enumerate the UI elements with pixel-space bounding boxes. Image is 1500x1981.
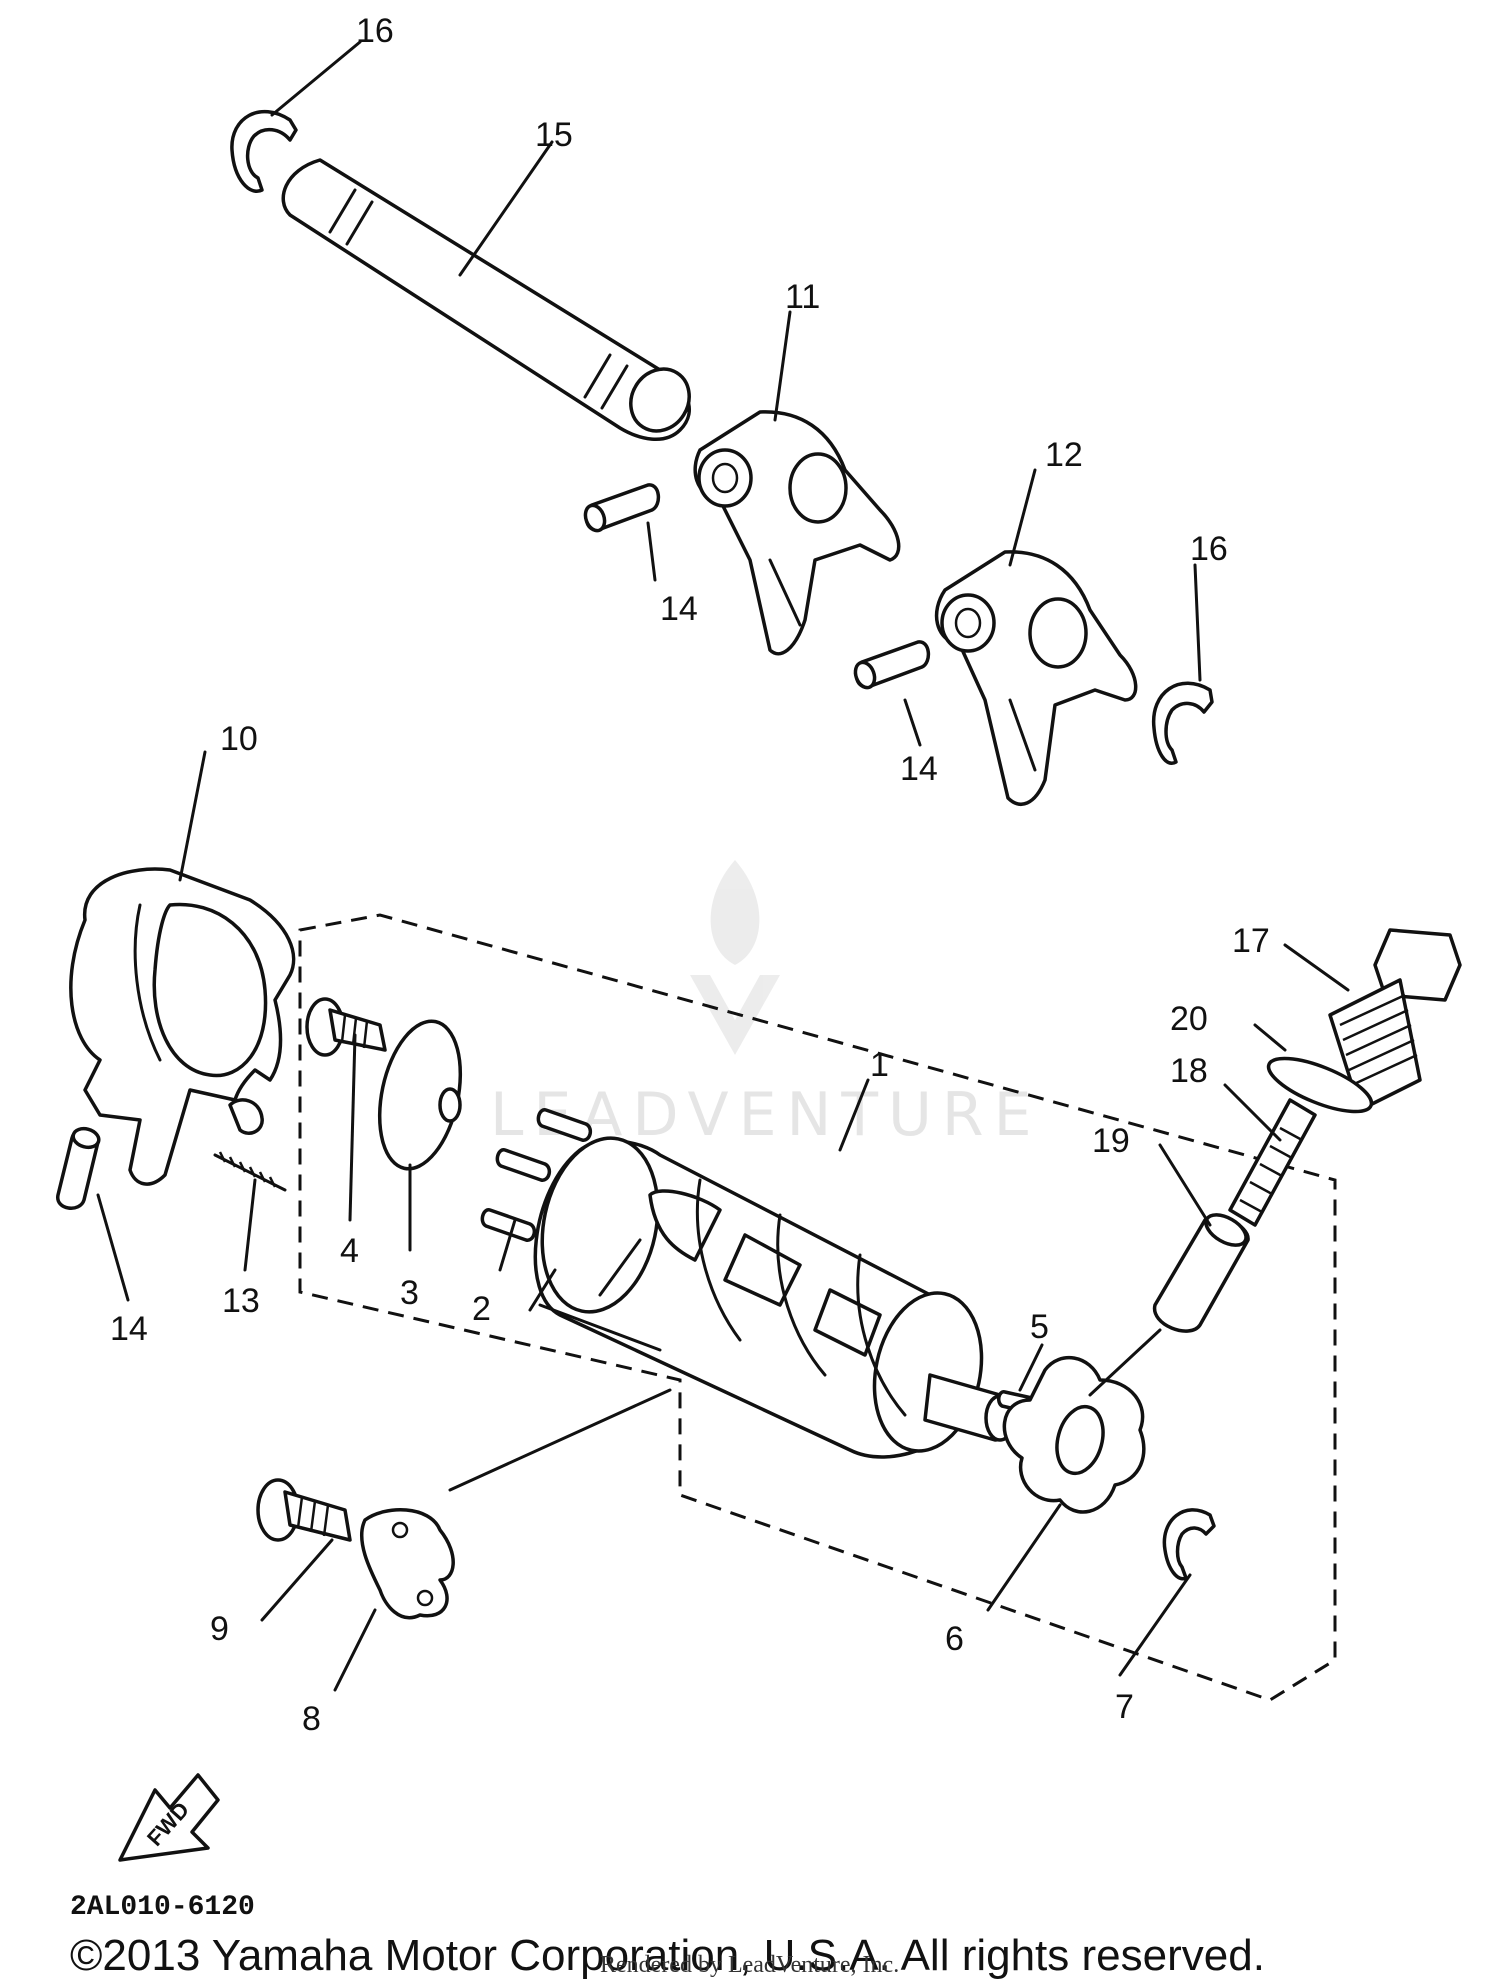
- part-18-spring: [1228, 1098, 1317, 1227]
- drawing-code: 2AL010-6120: [70, 1892, 255, 1923]
- part-19-stopper: [1153, 1213, 1250, 1333]
- callout-13: 13: [222, 1282, 260, 1320]
- callout-17: 17: [1232, 922, 1270, 960]
- part-1-shift-drum: [533, 1136, 1016, 1459]
- callout-16-top: 16: [356, 12, 394, 50]
- part-9-bolt: [256, 1478, 352, 1542]
- part-11-shift-fork: [693, 410, 901, 656]
- callout-18: 18: [1170, 1052, 1208, 1090]
- leader-lines: [96, 40, 1350, 1692]
- part-3-plate: [377, 1019, 463, 1171]
- callout-20: 20: [1170, 1000, 1208, 1038]
- callout-15: 15: [535, 116, 573, 154]
- callout-11: 11: [785, 278, 820, 316]
- callout-5: 5: [1030, 1308, 1049, 1346]
- callout-14-b: 14: [900, 750, 938, 788]
- callout-3: 3: [400, 1274, 419, 1312]
- assembly-boundary: [298, 913, 1337, 1702]
- callout-1: 1: [870, 1046, 889, 1084]
- part-16-circlip-top: [230, 109, 298, 193]
- part-2-pins: [480, 1108, 593, 1242]
- callout-12: 12: [1045, 436, 1083, 474]
- callout-19: 19: [1092, 1122, 1130, 1160]
- callout-7: 7: [1115, 1688, 1134, 1726]
- part-12-shift-fork: [934, 550, 1138, 806]
- callout-8: 8: [302, 1700, 321, 1738]
- part-20-washer: [1266, 1056, 1374, 1114]
- part-14-pin-a: [583, 483, 661, 533]
- callout-10: 10: [220, 720, 258, 758]
- rendered-by-notice: Rendered by LeadVenture, Inc.: [600, 1952, 899, 1978]
- part-13-spring: [213, 1151, 287, 1192]
- callout-14-c: 14: [110, 1310, 148, 1348]
- callout-14-a: 14: [660, 590, 698, 628]
- part-16-circlip-right: [1151, 681, 1214, 765]
- callout-4: 4: [340, 1232, 359, 1270]
- callout-9: 9: [210, 1610, 229, 1648]
- watermark-text: LEADVENTURE: [490, 1080, 1042, 1150]
- part-4-bolt: [305, 997, 387, 1057]
- leadventure-watermark: LEADVENTURE: [490, 860, 1042, 1150]
- part-17-bolt: [1328, 928, 1462, 1112]
- part-15-guide-bar: [281, 158, 691, 442]
- part-14-pin-c: [56, 1126, 101, 1210]
- callout-16-right: 16: [1190, 530, 1228, 568]
- callout-2: 2: [472, 1290, 491, 1328]
- part-10-drum-bracket: [69, 867, 296, 1186]
- part-14-pin-b: [853, 640, 931, 690]
- callout-labels: 1 2 3 4 5 6 7 8 9 10 11 12 13 14 14 14 1…: [110, 12, 1270, 1738]
- part-8-plate: [359, 1508, 455, 1620]
- callout-6: 6: [945, 1620, 964, 1658]
- copyright-notice: ©2013 Yamaha Motor Corporation, U.S.A. A…: [70, 1931, 1265, 1980]
- part-7-circlip: [1162, 1508, 1216, 1581]
- part-6-segment: [1002, 1355, 1146, 1514]
- fwd-arrow-icon: FWD: [118, 1773, 220, 1862]
